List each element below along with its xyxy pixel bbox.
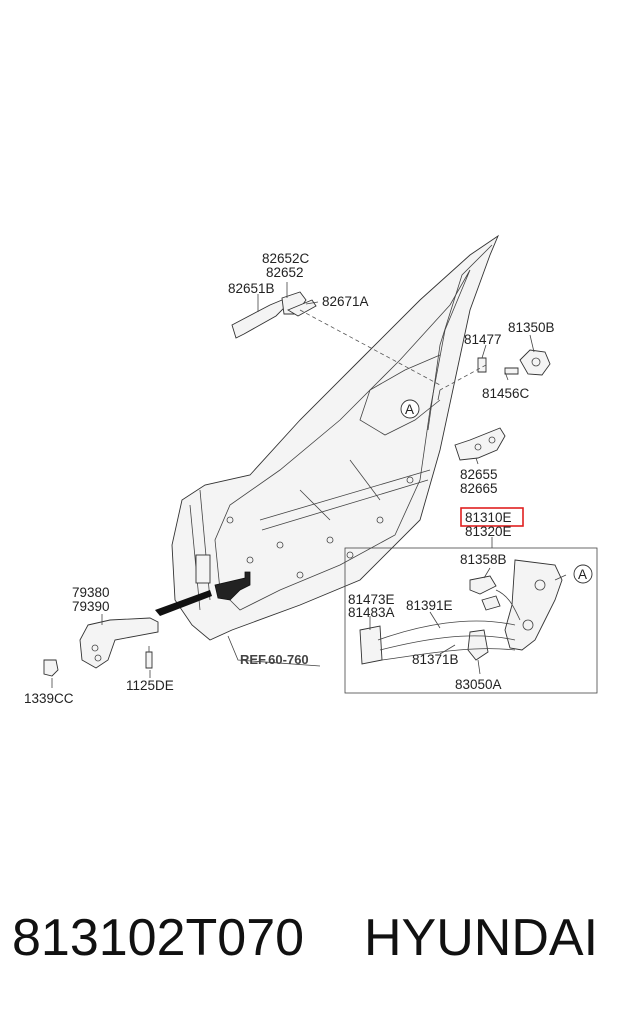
label-81477: 81477 (464, 332, 502, 347)
label-ref: REF.60-760 (240, 652, 309, 667)
label-79390: 79390 (72, 599, 110, 614)
label-82665: 82665 (460, 481, 498, 496)
label-82652C: 82652C (262, 251, 310, 266)
label-82655: 82655 (460, 467, 498, 482)
marker-a-1: A (405, 402, 414, 417)
latch-assembly (359, 559, 563, 665)
label-81391E: 81391E (406, 598, 453, 613)
label-81350B: 81350B (508, 320, 555, 335)
label-1125DE: 1125DE (126, 678, 174, 693)
highlight-box (460, 507, 524, 527)
label-79380: 79380 (72, 585, 110, 600)
label-81310E: 81310E (465, 510, 512, 525)
label-82652: 82652 (266, 265, 304, 280)
striker (477, 349, 551, 376)
door-frame (171, 234, 500, 641)
door-check-strap (155, 571, 251, 616)
marker-a-circle-2 (573, 564, 593, 584)
outside-handle (231, 291, 317, 339)
part-number: 813102T070 (12, 909, 305, 967)
label-81456C: 81456C (482, 386, 530, 401)
door-stopper (43, 617, 159, 677)
label-1339CC: 1339CC (24, 691, 74, 706)
label-81473E: 81473E (348, 592, 395, 607)
label-81483A: 81483A (348, 605, 395, 620)
label-81358B: 81358B (460, 552, 507, 567)
door-parts-diagram: 82652C 82652 82651B 82671A 81477 81350B … (24, 234, 598, 706)
label-83050A: 83050A (455, 677, 502, 692)
latch-group-box (344, 547, 598, 694)
label-81320E: 81320E (465, 524, 512, 539)
label-82671A: 82671A (322, 294, 369, 309)
marker-a-2: A (578, 567, 587, 582)
label-81371B: 81371B (412, 652, 459, 667)
marker-a-circle-1 (400, 399, 420, 419)
leader-lines (51, 282, 567, 688)
label-82651B: 82651B (228, 281, 275, 296)
brand-name: HYUNDAI (364, 909, 599, 967)
inside-handle-bracket (454, 427, 506, 461)
